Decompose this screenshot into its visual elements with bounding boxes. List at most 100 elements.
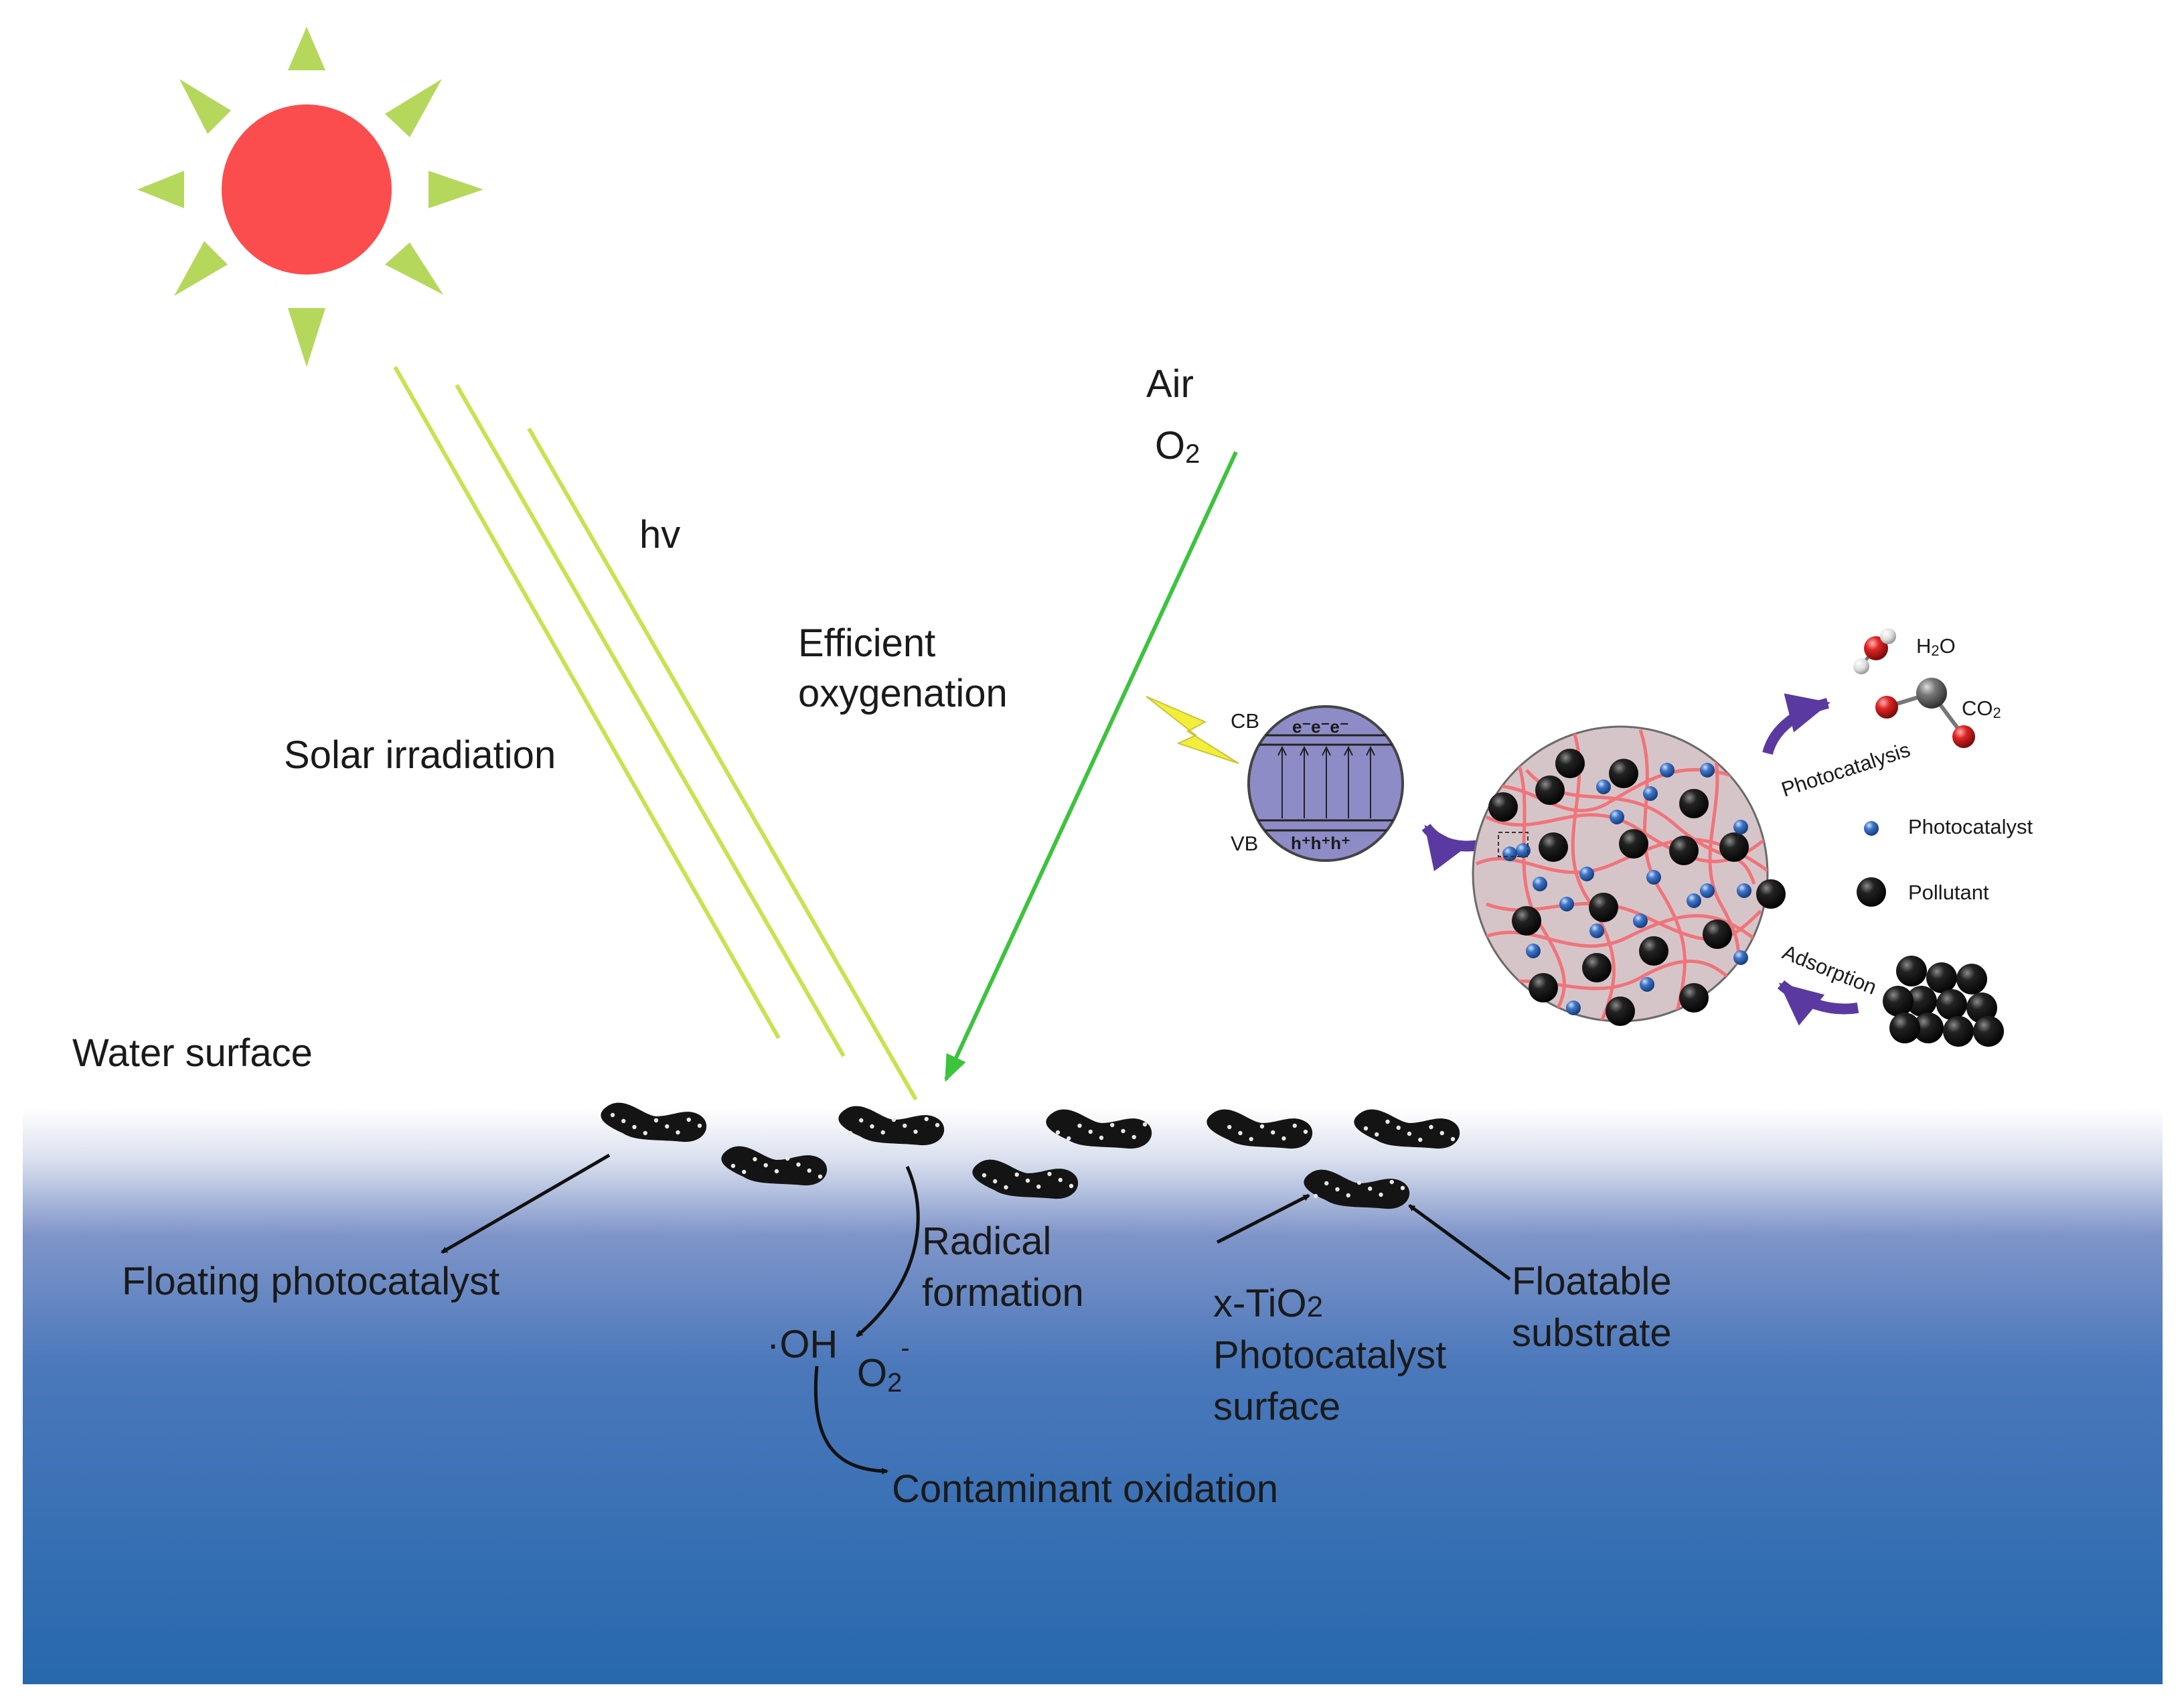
pollutant-particle (1539, 832, 1568, 862)
catalyst-blob (1046, 1109, 1152, 1149)
cluster-ball (1906, 986, 1937, 1017)
photocatalyst-particle (1610, 810, 1624, 824)
photocatalyst-particle (1516, 843, 1531, 858)
catalyst-blob (721, 1146, 828, 1186)
photocatalyst-particle (1579, 867, 1594, 881)
cluster-ball (1896, 956, 1927, 986)
legend-photocatalyst-icon (1864, 821, 1879, 836)
photocatalyst-particle (1737, 883, 1751, 898)
catalyst-blob (838, 1106, 945, 1146)
legend-pollutant-label: Pollutant (1908, 881, 1989, 904)
photocatalyst-surface-label-1: Photocatalyst (1213, 1333, 1446, 1377)
pollutant-particle (1679, 789, 1709, 818)
pollutant-particle (1679, 983, 1709, 1013)
water-surface-label: Water surface (72, 1031, 313, 1075)
photocatalysis-label: Photocatalysis (1778, 738, 1913, 802)
pollutant-particle (1619, 829, 1648, 859)
floating-photocatalyst-particles (601, 1102, 1460, 1209)
pollutant-particle (1756, 879, 1786, 909)
cluster-ball (1883, 986, 1914, 1017)
pollutant-particle (1582, 953, 1612, 982)
floatable-label: Floatable (1512, 1260, 1672, 1303)
cluster-ball (1889, 1013, 1920, 1043)
pollutant-particle (1719, 832, 1749, 862)
light-beams (393, 366, 918, 1101)
formation-label: formation (922, 1271, 1084, 1315)
photocatalyst-particle (1596, 780, 1611, 794)
photocatalyst-particle (1502, 846, 1517, 861)
contaminant-oxidation-label: Contaminant oxidation (892, 1467, 1278, 1511)
o2-air-label: O2 (1155, 424, 1200, 469)
cluster-ball (1936, 989, 1967, 1020)
photocatalyst-particle (1559, 897, 1574, 911)
photocatalyst-particle (1660, 763, 1674, 777)
photocatalyst-particle (1700, 763, 1715, 777)
superoxide-label: O2- (857, 1333, 910, 1398)
photocatalyst-sphere (1472, 725, 1786, 1026)
band-diagram: e⁻e⁻e⁻ h⁺h⁺h⁺ (1247, 705, 1404, 862)
catalyst-blob (1304, 1169, 1410, 1209)
sun-icon (137, 27, 483, 367)
efficient-label: Efficient (798, 621, 935, 665)
pollutant-particle (1669, 836, 1699, 865)
photocatalyst-particle (1733, 950, 1748, 965)
radical-label: Radical (922, 1219, 1051, 1263)
air-label: Air (1146, 362, 1194, 406)
photocatalyst-particle (1526, 944, 1541, 958)
tio2-label: x-TiO2 (1213, 1282, 1323, 1325)
hv-label: hv (639, 513, 680, 557)
pollutant-cluster (1883, 956, 2004, 1047)
photocatalyst-particle (1687, 893, 1701, 908)
pollutant-particle (1512, 906, 1541, 936)
photocatalyst-particle (1640, 977, 1654, 992)
substrate-label: substrate (1512, 1311, 1672, 1355)
cluster-ball (1973, 1016, 2004, 1047)
vb-label: VB (1231, 832, 1258, 855)
photocatalyst-particle (1700, 883, 1715, 898)
co2-label: CO2 (1962, 696, 2001, 721)
pollutant-particle (1639, 936, 1668, 966)
water-arrows (441, 1153, 1511, 1475)
pollutant-particle (1488, 792, 1518, 822)
catalyst-blob (972, 1159, 1079, 1199)
pollutant-particle (1606, 996, 1635, 1026)
catalyst-blob (1206, 1109, 1313, 1149)
cluster-ball (1943, 1016, 1974, 1047)
h2o-label: H2O (1916, 634, 1956, 659)
pollutant-particle (1703, 919, 1732, 949)
legend-photocatalyst-label: Photocatalyst (1908, 815, 2033, 838)
photocatalyst-particle (1566, 1000, 1581, 1015)
oxygen-arrow (944, 451, 1238, 1082)
photocatalyst-particle (1589, 923, 1604, 938)
zoom-box (1498, 832, 1529, 857)
pollutant-particle (1535, 775, 1565, 805)
solar-irradiation-label: Solar irradiation (284, 733, 556, 777)
hydroxyl-radical-label: ·OH (767, 1323, 838, 1366)
cluster-ball (1966, 992, 1997, 1023)
photocatalyst-particle (1533, 877, 1547, 891)
cluster-ball (1913, 1013, 1944, 1043)
cb-label: CB (1231, 709, 1259, 733)
catalyst-blob (601, 1102, 707, 1142)
inset-arrows (1421, 693, 1859, 1026)
floating-photocatalyst-label: Floating photocatalyst (122, 1260, 499, 1303)
photocatalyst-particle (1643, 786, 1658, 801)
photocatalyst-particle (1646, 870, 1661, 885)
photocatalyst-surface-label-2: surface (1213, 1385, 1340, 1428)
holes-label: h⁺h⁺h⁺ (1291, 833, 1350, 853)
cluster-ball (1926, 962, 1957, 993)
pollutant-particle (1589, 893, 1618, 922)
pollutant-particle (1529, 973, 1558, 1003)
cluster-ball (1956, 964, 1987, 994)
sphere-particles (1488, 749, 1786, 1026)
catalyst-blob (1354, 1109, 1460, 1149)
pollutant-particle (1609, 759, 1638, 788)
pollutant-particle (1555, 749, 1585, 778)
oxygenation-label: oxygenation (798, 672, 1008, 715)
legend-pollutant-icon (1857, 877, 1886, 907)
co2-molecule (1875, 678, 1975, 748)
photocatalyst-particle (1633, 913, 1648, 928)
water-body (23, 1108, 2163, 1684)
electrons-label: e⁻e⁻e⁻ (1292, 717, 1349, 737)
